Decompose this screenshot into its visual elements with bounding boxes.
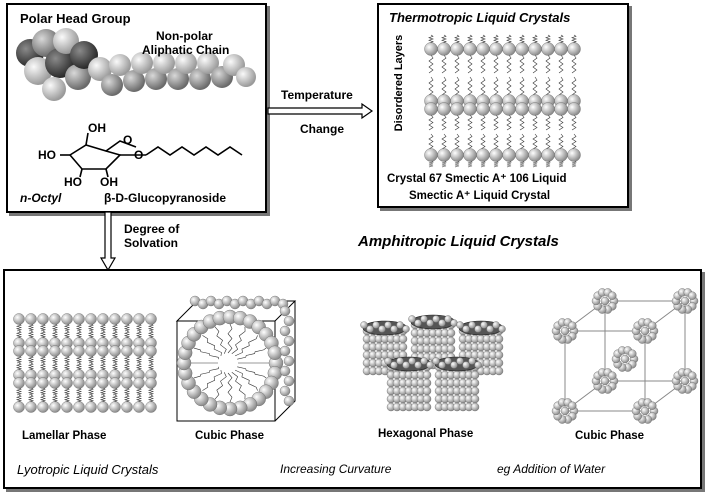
down-arrow-icon — [99, 211, 117, 272]
compound-name-part-a: n-Octyl — [20, 191, 62, 205]
ho-label-3: HO — [64, 175, 82, 189]
lyotropic-panel: Lamellar Phase Cubic Phase Hexagonal Pha… — [3, 269, 702, 489]
lyotropic-title: Lyotropic Liquid Crystals — [17, 462, 159, 477]
link-oxygen-label: O — [134, 148, 144, 162]
space-filling-model — [16, 28, 256, 101]
polar-head-label: Polar Head Group — [20, 11, 131, 26]
smectic-layers-illustration — [424, 34, 581, 168]
oh-label-1: OH — [88, 121, 106, 135]
thermotropic-panel: Thermotropic Liquid Crystals Disordered … — [377, 3, 629, 208]
molecule-illustration — [16, 28, 256, 178]
nonpolar-label-line1: Non-polar — [156, 29, 213, 43]
lyotropic-phases-illustration — [13, 288, 699, 424]
cubic-phase-label-1: Cubic Phase — [195, 430, 265, 442]
lamellar-phase-label: Lamellar Phase — [22, 430, 107, 442]
right-arrow-icon — [267, 102, 374, 120]
increasing-curvature-label: Increasing Curvature — [280, 462, 392, 476]
transition-temperatures: Crystal 67 Smectic A⁺ 106 Liquid — [387, 173, 567, 185]
amphitropic-title: Amphitropic Liquid Crystals — [358, 233, 559, 250]
thermotropic-title: Thermotropic Liquid Crystals — [389, 10, 571, 25]
oh-label-4: OH — [100, 175, 118, 189]
solvation-label: Solvation — [124, 236, 179, 250]
ho-label-2: HO — [38, 148, 56, 162]
cubic-phase-label-2: Cubic Phase — [575, 430, 645, 442]
degree-label: Degree of — [124, 222, 180, 236]
water-addition-label: eg Addition of Water — [497, 462, 606, 476]
hexagonal-phase-label: Hexagonal Phase — [378, 428, 474, 440]
molecule-panel: Polar Head Group Non-polar Aliphatic Cha… — [6, 3, 267, 213]
compound-name-part-b: β-D-Glucopyranoside — [104, 191, 227, 205]
change-label: Change — [300, 122, 345, 136]
smectic-phase-label: Smectic A⁺ Liquid Crystal — [409, 190, 551, 202]
nonpolar-label-line2: Aliphatic Chain — [142, 43, 230, 57]
skeletal-formula — [60, 132, 243, 178]
temperature-label: Temperature — [281, 88, 353, 102]
ring-oxygen-label: O — [123, 133, 133, 147]
